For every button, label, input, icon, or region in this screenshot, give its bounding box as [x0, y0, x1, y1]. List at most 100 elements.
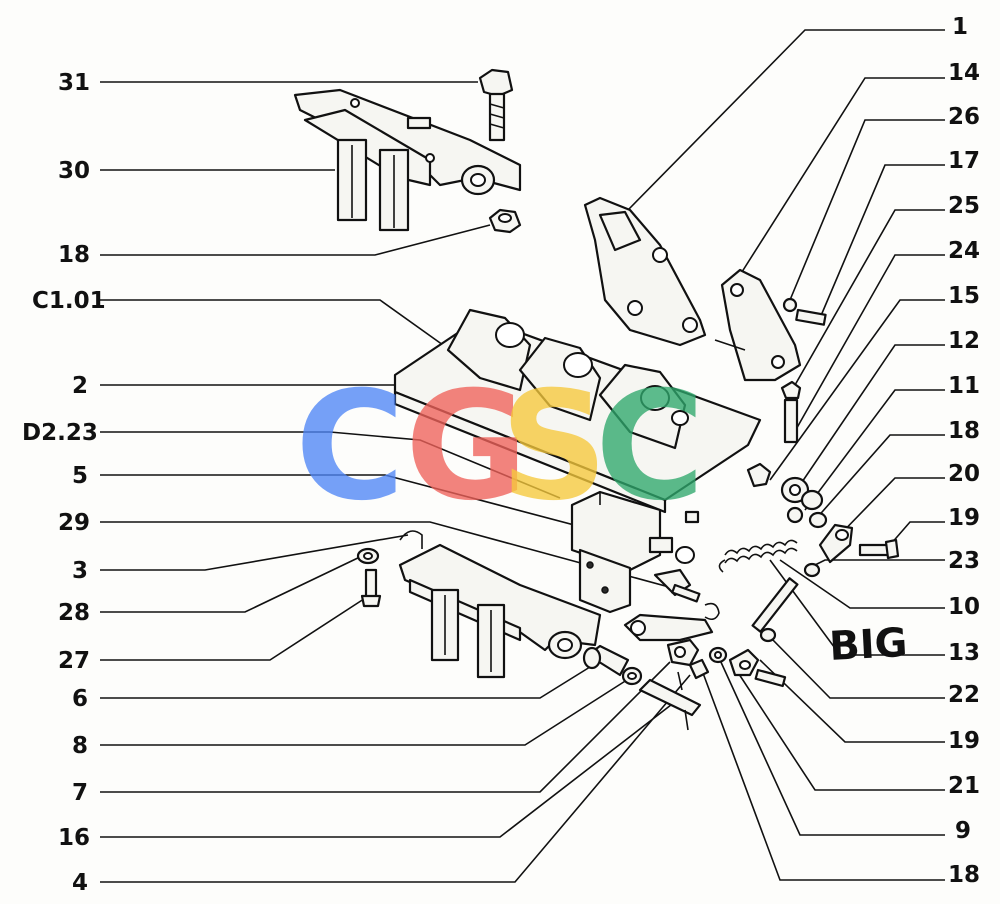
- callout-31: 31: [58, 70, 90, 96]
- callout-22: 22: [948, 682, 980, 708]
- callout-30: 30: [58, 158, 90, 184]
- bushing-6: [582, 644, 630, 677]
- leader-16: [100, 697, 681, 838]
- leader-13: [769, 559, 945, 656]
- leader-17: [819, 164, 945, 319]
- watermark-letter-3: S: [500, 360, 608, 534]
- callout-10: 10: [948, 594, 980, 620]
- callout-19-lower: 19: [948, 728, 980, 754]
- watermark-letter-2: G: [405, 360, 528, 534]
- callout-3: 3: [72, 558, 88, 584]
- callout-8: 8: [72, 733, 88, 759]
- callout-7: 7: [72, 780, 88, 806]
- leader-27: [100, 594, 371, 661]
- handwritten-note: BIG: [828, 620, 909, 670]
- callout-19-upper: 19: [948, 505, 980, 531]
- callout-21: 21: [948, 773, 980, 799]
- leader-8: [100, 677, 631, 746]
- leader-14: [739, 77, 945, 276]
- callout-labels-left: 31 30 18 C1.01 2 D2.23 5 29 3 28 27 6 8 …: [22, 70, 106, 896]
- leader-18b: [814, 434, 945, 521]
- callout-d223: D2.23: [22, 420, 98, 446]
- bolt-31: [478, 68, 514, 142]
- callout-c101: C1.01: [32, 288, 106, 314]
- washer-28: [356, 547, 380, 565]
- leader-18a: [100, 224, 491, 256]
- callout-14: 14: [948, 60, 980, 86]
- leader-5: [100, 474, 651, 546]
- callout-29: 29: [58, 510, 90, 536]
- leader-24: [789, 254, 945, 441]
- callout-18-mid: 18: [948, 418, 980, 444]
- leader-22: [767, 634, 945, 699]
- lower-mounting-bracket: [398, 530, 602, 679]
- callout-12: 12: [948, 328, 980, 354]
- callout-5: 5: [72, 463, 88, 489]
- leader-19a: [889, 521, 945, 546]
- threaded-rod-10: [751, 562, 821, 643]
- callout-15: 15: [948, 283, 980, 309]
- watermark-cgsc: C G S C: [295, 360, 705, 534]
- leader-9: [719, 659, 945, 836]
- callout-1: 1: [952, 14, 968, 40]
- leader-10: [779, 559, 945, 609]
- callout-27: 27: [58, 648, 90, 674]
- leader-15: [769, 299, 945, 481]
- rod-end-20: [818, 523, 900, 564]
- leader-28: [100, 555, 363, 613]
- callout-26: 26: [948, 104, 980, 130]
- leader-19b: [759, 659, 945, 743]
- valve-body-5: [570, 490, 695, 614]
- small-fasteners: [688, 646, 787, 688]
- leader-d223: [100, 431, 561, 499]
- callout-17: 17: [948, 148, 980, 174]
- bushing-8: [621, 666, 643, 686]
- leader-c101: [100, 299, 451, 351]
- leader-1: [627, 29, 945, 211]
- callout-13: 13: [948, 640, 980, 666]
- callout-labels-right: 1 14 26 17 25 24 15 12 11 18 20 19 23 10…: [948, 14, 980, 888]
- screw-27: [360, 568, 382, 608]
- leader-4: [100, 674, 691, 883]
- leader-26: [789, 119, 945, 301]
- side-bracket-14: [714, 268, 802, 382]
- callout-24: 24: [948, 238, 980, 264]
- callout-25: 25: [948, 193, 980, 219]
- callout-18-bottom: 18: [948, 862, 980, 888]
- callout-23: 23: [948, 548, 980, 574]
- leader-18c: [699, 664, 945, 881]
- clevis-group: [684, 462, 828, 529]
- bolt-17: [782, 297, 827, 326]
- callout-28: 28: [58, 600, 90, 626]
- callout-18-top: 18: [58, 242, 90, 268]
- leader-lines-right: [627, 29, 945, 881]
- spring-13: [718, 539, 798, 573]
- leader-7: [100, 661, 671, 793]
- callout-9: 9: [955, 818, 971, 844]
- callout-2: 2: [72, 373, 88, 399]
- callout-20: 20: [948, 461, 980, 487]
- callout-11: 11: [948, 373, 980, 399]
- side-bracket-1: [583, 196, 707, 347]
- leader-3: [100, 534, 409, 571]
- bolt-24: [780, 380, 802, 444]
- leader-20: [829, 477, 945, 546]
- watermark-letter-1: C: [295, 360, 405, 534]
- clamp-29: [653, 568, 720, 621]
- watermark-letter-4: C: [595, 360, 705, 534]
- pivot-arm: [623, 613, 714, 731]
- leader-23: [814, 559, 945, 566]
- top-mounting-bracket: [293, 88, 522, 232]
- nut-18-top: [488, 208, 522, 234]
- callout-16: 16: [58, 825, 90, 851]
- leader-12: [799, 344, 945, 486]
- callout-4: 4: [72, 870, 88, 896]
- leader-21: [734, 667, 945, 791]
- leader-25: [794, 209, 945, 386]
- base-plate-c101: [393, 308, 762, 514]
- leader-6: [100, 661, 599, 699]
- callout-6: 6: [72, 686, 88, 712]
- leader-11: [804, 389, 945, 511]
